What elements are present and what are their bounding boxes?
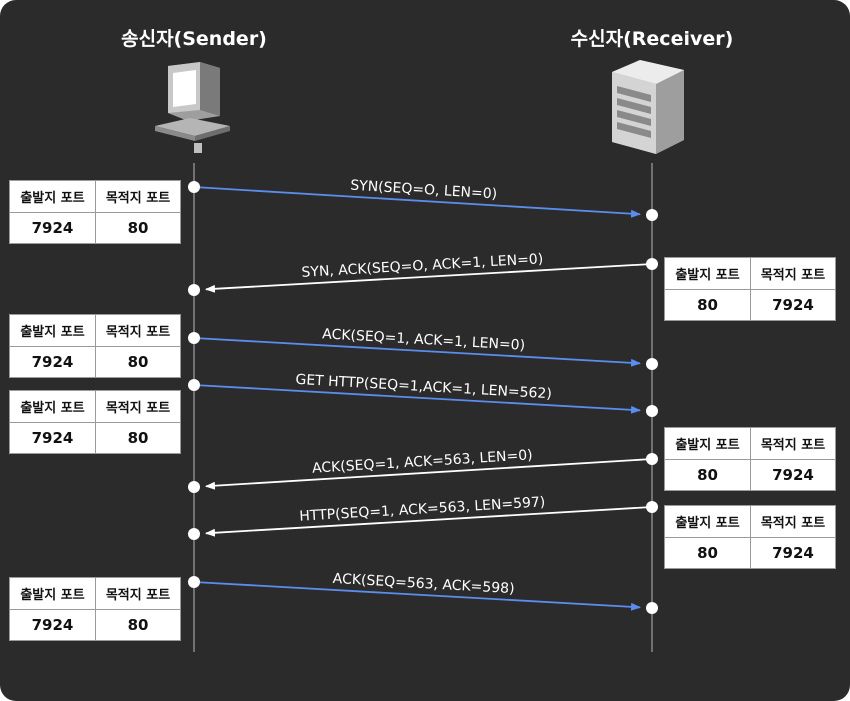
dst-port-value: 7924 [772,296,814,314]
src-port-header: 출발지 포트 [665,506,751,537]
desktop-computer-icon [155,62,230,153]
message-end-dot [188,481,200,493]
message-end-dot [646,405,658,417]
message-arrow [193,581,641,611]
src-port-header: 출발지 포트 [665,258,751,289]
src-port-value: 7924 [10,609,96,641]
port-table-3: 출발지 포트 목적지 포트 7924 80 [9,314,181,378]
src-port-header: 출발지 포트 [10,315,96,346]
message-arrow [193,337,641,367]
dst-port-header: 목적지 포트 [105,401,171,416]
sender-title: 송신자(Sender) [121,28,267,50]
src-port-value: 7924 [10,422,96,454]
port-table-5: 출발지 포트 목적지 포트 80 7924 [664,427,836,491]
src-port-value: 7924 [10,346,96,378]
message-start-dot [646,453,658,465]
message-end-dot [188,528,200,540]
port-table-2: 출발지 포트 목적지 포트 80 7924 [664,257,836,321]
message-start-dot [188,332,200,344]
message-end-dot [188,284,200,296]
dst-port-header: 목적지 포트 [105,588,171,603]
message-arrow [205,506,653,537]
dst-port-value: 80 [127,616,149,634]
dst-port-value: 80 [127,353,149,371]
message-end-dot [646,358,658,370]
message-arrow [205,263,653,293]
message-end-dot [646,602,658,614]
dst-port-value: 80 [127,429,149,447]
message-start-dot [188,181,200,193]
message-start-dot [646,501,658,513]
message-start-dot [646,258,658,270]
dst-port-value: 7924 [772,466,814,484]
server-tower-icon [612,60,684,154]
dst-port-header: 목적지 포트 [760,268,826,283]
message-start-dot [188,576,200,588]
message-arrow [193,384,641,414]
dst-port-header: 목적지 포트 [760,438,826,453]
message-start-dot [188,379,200,391]
message-arrow [193,186,641,218]
port-table-4: 출발지 포트 목적지 포트 7924 80 [9,390,181,454]
dst-port-header: 목적지 포트 [105,191,171,206]
port-table-1: 출발지 포트 목적지 포트 7924 80 [9,180,181,244]
dst-port-header: 목적지 포트 [760,516,826,531]
message-end-dot [646,209,658,221]
src-port-header: 출발지 포트 [10,578,96,609]
src-port-header: 출발지 포트 [10,181,96,212]
dst-port-header: 목적지 포트 [105,325,171,340]
src-port-value: 80 [665,289,751,321]
src-port-value: 80 [665,459,751,491]
dst-port-value: 80 [127,219,149,237]
src-port-header: 출발지 포트 [665,428,751,459]
message-arrow [205,458,653,490]
src-port-value: 80 [665,537,751,569]
receiver-title: 수신자(Receiver) [571,28,734,50]
port-table-6: 출발지 포트 목적지 포트 80 7924 [664,505,836,569]
src-port-value: 7924 [10,212,96,244]
src-port-header: 출발지 포트 [10,391,96,422]
port-table-7: 출발지 포트 목적지 포트 7924 80 [9,577,181,641]
dst-port-value: 7924 [772,544,814,562]
